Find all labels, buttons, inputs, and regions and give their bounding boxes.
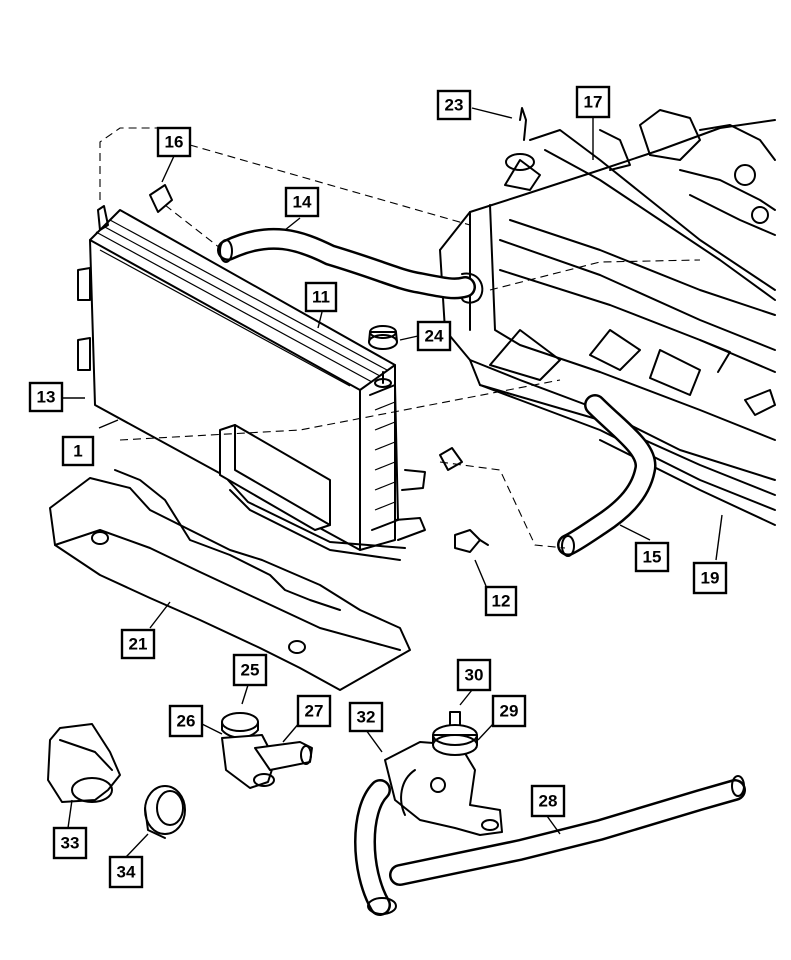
callout-30: 30 xyxy=(456,658,492,692)
callout-27: 27 xyxy=(296,694,332,728)
callout-17: 17 xyxy=(575,85,611,119)
callout-19: 19 xyxy=(692,561,728,595)
lower-radiator-shield xyxy=(49,469,411,691)
svg-text:29: 29 xyxy=(500,702,519,721)
svg-text:27: 27 xyxy=(305,702,324,721)
cap-34 xyxy=(144,785,186,839)
callout-11: 11 xyxy=(304,281,338,313)
callout-13: 13 xyxy=(28,381,64,413)
svg-text:11: 11 xyxy=(312,288,330,307)
callout-34: 34 xyxy=(108,855,144,889)
svg-text:33: 33 xyxy=(61,834,80,853)
svg-text:34: 34 xyxy=(117,863,136,882)
callout-leaders xyxy=(63,107,723,858)
callout-26: 26 xyxy=(168,704,204,738)
svg-text:30: 30 xyxy=(465,666,484,685)
callout-1: 1 xyxy=(61,435,95,467)
callout-28: 28 xyxy=(530,784,566,818)
water-pump-and-tube xyxy=(354,711,746,916)
svg-text:28: 28 xyxy=(539,792,558,811)
svg-text:23: 23 xyxy=(445,96,464,115)
callout-23: 23 xyxy=(436,89,472,121)
thermostat-housing xyxy=(221,712,313,789)
callout-21: 21 xyxy=(120,628,156,660)
callout-12: 12 xyxy=(484,585,518,617)
svg-text:15: 15 xyxy=(643,548,662,567)
callout-33: 33 xyxy=(52,826,88,860)
connection-lines xyxy=(99,127,701,549)
callout-24: 24 xyxy=(416,320,452,352)
svg-text:16: 16 xyxy=(165,133,184,152)
svg-text:1: 1 xyxy=(73,442,82,461)
svg-text:13: 13 xyxy=(37,388,56,407)
water-outlet-33 xyxy=(47,723,121,803)
svg-text:14: 14 xyxy=(293,193,312,212)
svg-text:12: 12 xyxy=(492,592,511,611)
radiator xyxy=(77,205,426,561)
svg-text:26: 26 xyxy=(177,712,196,731)
callout-16: 16 xyxy=(156,126,192,158)
svg-text:25: 25 xyxy=(241,661,260,680)
upper-radiator-hose xyxy=(149,184,484,304)
pressure-cap-24 xyxy=(368,325,398,350)
callout-14: 14 xyxy=(284,186,320,218)
callout-25: 25 xyxy=(232,653,268,687)
svg-text:17: 17 xyxy=(584,93,603,112)
callout-32: 32 xyxy=(348,701,384,733)
callout-15: 15 xyxy=(634,541,670,573)
svg-text:21: 21 xyxy=(129,635,148,654)
svg-text:32: 32 xyxy=(357,708,376,727)
svg-text:24: 24 xyxy=(425,327,444,346)
callout-29: 29 xyxy=(491,694,527,728)
radiator-support-and-engine-bay xyxy=(439,107,776,526)
lower-radiator-hose xyxy=(439,394,657,557)
svg-text:19: 19 xyxy=(701,569,720,588)
